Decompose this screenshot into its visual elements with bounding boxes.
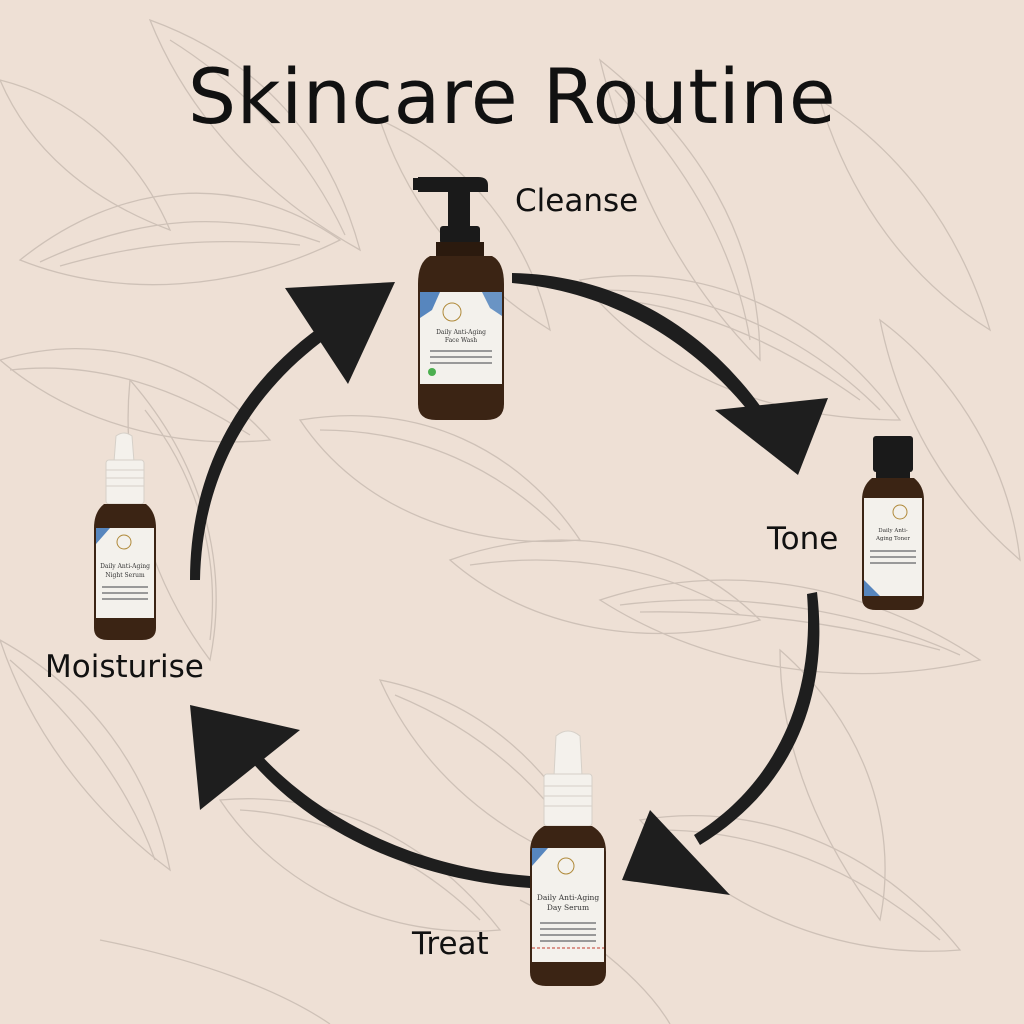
product-name-line1: Daily Anti-	[878, 528, 908, 534]
product-name-line2: Aging Toner	[875, 536, 910, 542]
product-name-line1: Daily Anti-Aging	[537, 893, 600, 902]
step-label-moisturise: Moisturise	[45, 649, 204, 685]
curved-arrow-icon	[622, 592, 820, 895]
step-label-cleanse: Cleanse	[515, 183, 639, 219]
day-serum-dropper-bottle: Daily Anti-Aging Day Serum	[530, 730, 606, 986]
toner-bottle: Daily Anti- Aging Toner	[862, 436, 924, 610]
product-name-line2: Day Serum	[547, 903, 589, 912]
curved-arrow-icon	[512, 273, 828, 475]
page-title: Skincare Routine	[187, 52, 837, 141]
product-name-line1: Daily Anti-Aging	[436, 329, 486, 336]
step-label-treat: Treat	[412, 926, 489, 962]
product-name-line2: Face Wash	[445, 337, 477, 344]
night-serum-dropper-bottle: Daily Anti-Aging Night Serum	[94, 432, 156, 640]
curved-arrow-icon	[190, 282, 395, 580]
product-name-line2: Night Serum	[105, 572, 145, 579]
curved-arrow-icon	[190, 705, 530, 888]
product-name-line1: Daily Anti-Aging	[100, 563, 150, 570]
step-label-tone: Tone	[767, 521, 839, 557]
cycle-arrows	[190, 273, 828, 895]
face-wash-pump-bottle: Daily Anti-Aging Face Wash	[413, 177, 504, 420]
